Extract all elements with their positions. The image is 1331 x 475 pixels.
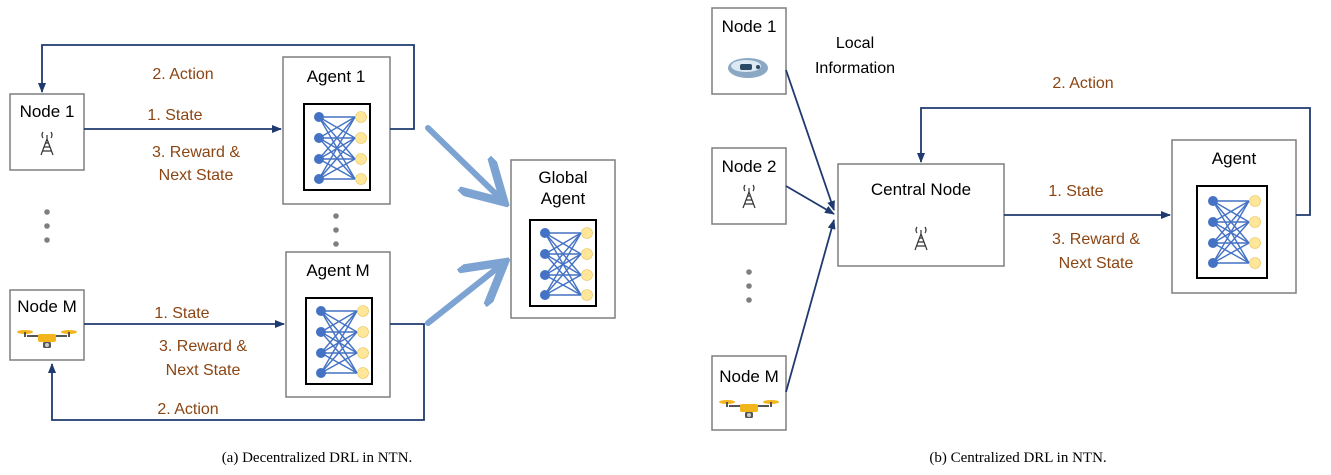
state-label: 1. State <box>1048 183 1103 200</box>
action-label-top: 2. Action <box>152 66 213 83</box>
action-arrow-top <box>38 44 415 130</box>
reward-label-bottom-line1: 3. Reward & <box>159 338 247 355</box>
action-label-bottom: 2. Action <box>157 401 218 418</box>
aggregate-arrow-top <box>425 125 500 198</box>
aggregate-arrow-bottom <box>425 266 500 326</box>
ellipsis-dots <box>746 269 752 303</box>
agent-m-label: Agent M <box>306 261 369 280</box>
action-arrow-bottom <box>48 323 425 421</box>
node-2-box <box>711 147 787 225</box>
node-1-label: Node 1 <box>20 102 75 121</box>
node-1-box <box>9 93 85 171</box>
node-m-box <box>9 289 85 361</box>
local-info-line1: Local <box>836 35 874 52</box>
local-info-line2: Information <box>815 60 895 77</box>
caption-b: (b) Centralized DRL in NTN. <box>929 450 1106 466</box>
state-label-top: 1. State <box>147 107 202 124</box>
centralized-panel: Node 1 Local Information Node 2 Node M C… <box>711 7 1311 466</box>
reward-label-top-line1: 3. Reward & <box>152 144 240 161</box>
global-agent-label-line2: Agent <box>541 189 586 208</box>
action-label: 2. Action <box>1052 75 1113 92</box>
reward-label-line2: Next State <box>1059 255 1134 272</box>
local-info-arrow-node-m <box>785 219 836 393</box>
node-1-box <box>711 7 787 95</box>
global-agent-label-line1: Global <box>538 168 587 187</box>
node-m-label: Node M <box>719 367 779 386</box>
local-info-arrow-node-1 <box>785 69 835 211</box>
agent-label: Agent <box>1212 149 1257 168</box>
central-node-box <box>837 163 1005 267</box>
reward-label-line1: 3. Reward & <box>1052 231 1140 248</box>
action-arrow <box>917 107 1311 216</box>
agent-1-label: Agent 1 <box>307 67 366 86</box>
caption-a: (a) Decentralized DRL in NTN. <box>222 450 413 466</box>
local-info-arrow-node-2 <box>785 185 835 215</box>
decentralized-panel: Node 1 Node M Agent 1 Agent M Global Age… <box>9 44 616 466</box>
reward-label-bottom-line2: Next State <box>166 362 241 379</box>
ellipsis-dots <box>333 213 339 247</box>
node-2-label: Node 2 <box>722 157 777 176</box>
satellite-icon <box>728 58 768 78</box>
node-m-label: Node M <box>17 297 77 316</box>
node-1-label: Node 1 <box>722 17 777 36</box>
reward-label-top-line2: Next State <box>159 167 234 184</box>
central-node-label: Central Node <box>871 180 971 199</box>
ellipsis-dots <box>44 209 50 243</box>
state-label-bottom: 1. State <box>154 305 209 322</box>
